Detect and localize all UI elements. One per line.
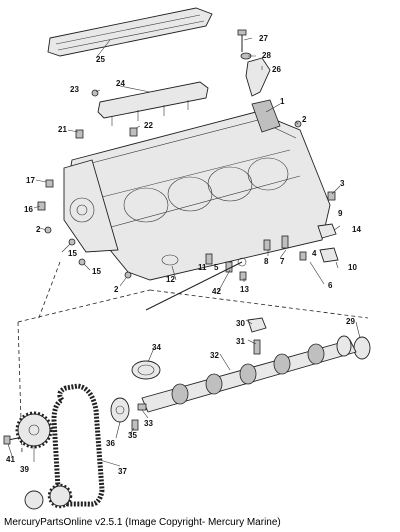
callout-6: 6 xyxy=(328,281,333,290)
callout-16: 16 xyxy=(24,205,33,214)
callout-34: 34 xyxy=(152,343,161,352)
dipstick xyxy=(145,257,247,311)
callout-2-top: 2 xyxy=(302,115,307,124)
crank-sprocket xyxy=(24,483,73,510)
sprocket-bolt xyxy=(3,435,19,445)
lifter-retainer-plate xyxy=(97,81,209,126)
callout-41: 41 xyxy=(6,455,15,464)
callout-11: 11 xyxy=(198,263,207,272)
callout-labels: 27 28 26 25 24 23 22 21 1 2 3 17 16 2 15… xyxy=(6,34,361,476)
callout-2-bottom: 2 xyxy=(114,285,119,294)
callout-15-a: 15 xyxy=(68,249,77,258)
callout-30: 30 xyxy=(236,319,245,328)
camshaft xyxy=(141,335,357,413)
callout-32: 32 xyxy=(210,351,219,360)
callout-14: 14 xyxy=(352,225,361,234)
callout-15-b: 15 xyxy=(92,267,101,276)
callout-13: 13 xyxy=(240,285,249,294)
thrust-plate xyxy=(110,397,147,431)
callout-25: 25 xyxy=(96,55,105,64)
small-fittings xyxy=(37,89,339,281)
callout-24: 24 xyxy=(116,79,125,88)
callout-10: 10 xyxy=(348,263,357,272)
leader-lines xyxy=(7,37,361,467)
callout-5: 5 xyxy=(214,263,219,272)
copyright-footer: MercuryPartsOnline v2.5.1 (Image Copyrig… xyxy=(4,517,281,528)
callout-42: 42 xyxy=(212,287,221,296)
callout-33: 33 xyxy=(144,419,153,428)
callout-35: 35 xyxy=(128,431,137,440)
callout-29: 29 xyxy=(346,317,355,326)
callout-26: 26 xyxy=(272,65,281,74)
timing-chain xyxy=(51,383,105,507)
callout-27: 27 xyxy=(259,34,268,43)
callout-37: 37 xyxy=(118,467,127,476)
valley-cover-rail xyxy=(47,7,213,57)
camshaft-retainer xyxy=(247,317,267,355)
callout-31: 31 xyxy=(236,337,245,346)
cam-sprocket xyxy=(15,411,53,449)
callout-22: 22 xyxy=(144,121,153,130)
callout-1: 1 xyxy=(280,97,285,106)
callout-17: 17 xyxy=(26,176,35,185)
engine-block xyxy=(63,99,331,281)
callout-3: 3 xyxy=(340,179,345,188)
callout-7: 7 xyxy=(280,257,285,266)
bolt-part xyxy=(237,29,247,52)
callout-4: 4 xyxy=(312,249,317,258)
callout-12: 12 xyxy=(166,275,175,284)
callout-9: 9 xyxy=(338,209,343,218)
callout-36: 36 xyxy=(106,439,115,448)
callout-21: 21 xyxy=(58,125,67,134)
camshaft-plug xyxy=(353,336,371,360)
callout-39: 39 xyxy=(20,465,29,474)
sensor-part xyxy=(245,57,271,97)
callout-8: 8 xyxy=(264,257,269,266)
cam-bearing xyxy=(131,360,161,380)
callout-28: 28 xyxy=(262,51,271,60)
callout-2-left: 2 xyxy=(36,225,41,234)
callout-23: 23 xyxy=(70,85,79,94)
